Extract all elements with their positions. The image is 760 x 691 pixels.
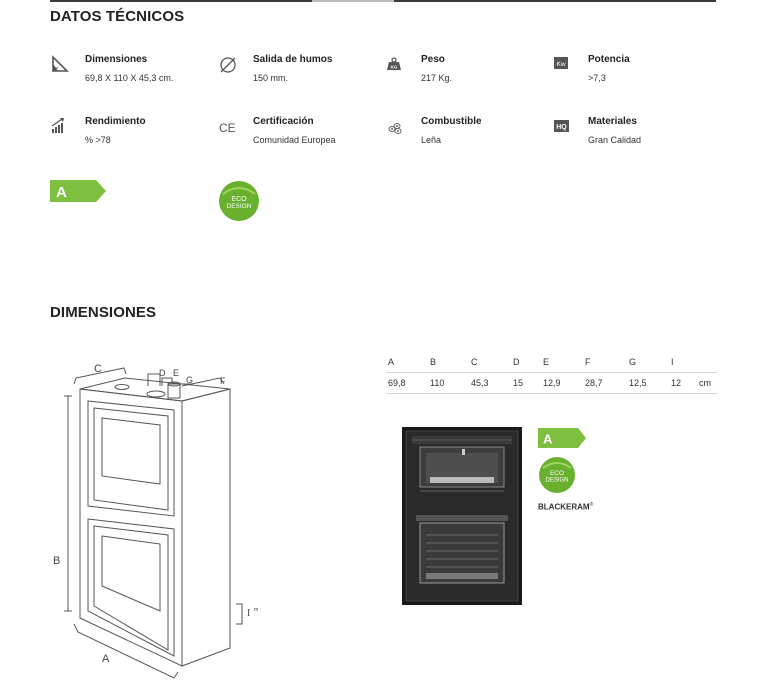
table-cell: 28,7 [583, 372, 627, 394]
svg-text:C: C [94, 363, 102, 375]
svg-text:I: I [247, 608, 250, 619]
svg-text:DESIGN: DESIGN [227, 203, 252, 210]
top-divider-left [50, 0, 312, 2]
table-row: 69,8 110 45,3 15 12,9 28,7 12,5 12 cm [386, 372, 717, 394]
table-header-cell: E [541, 352, 583, 373]
spec-value: >7,3 [588, 73, 606, 83]
spec-value: 150 mm. [253, 73, 289, 83]
eco-design-badge-small: ECO DESIGN [538, 456, 576, 499]
table-cell: 15 [511, 372, 541, 394]
svg-text:G: G [186, 375, 193, 385]
dimensions-icon [50, 54, 70, 74]
table-cell: 12,5 [627, 372, 669, 394]
table-header-cell [697, 352, 717, 373]
spec-certificacion: CE Certificación Comunidad Europea [218, 116, 378, 156]
top-divider-middle [312, 0, 394, 2]
materials-hq-icon: HQ [553, 116, 573, 136]
spec-dimensiones: Dimensiones 69,8 X 110 X 45,3 cm. [50, 54, 210, 94]
svg-text:ECO: ECO [550, 470, 564, 477]
svg-text:B: B [53, 555, 60, 567]
svg-text:D: D [159, 368, 166, 378]
top-divider-right [394, 0, 716, 2]
table-header-cell: D [511, 352, 541, 373]
weight-icon: KG [386, 54, 406, 74]
ce-mark-icon: CE [218, 116, 238, 136]
table-cell: cm [697, 372, 717, 394]
svg-text:Kw: Kw [556, 61, 565, 68]
spec-label: Rendimiento [85, 116, 146, 127]
table-cell: 110 [428, 372, 469, 394]
spec-peso: KG Peso 217 Kg. [386, 54, 546, 94]
energy-class-badge: A [50, 180, 108, 207]
table-header-cell: C [469, 352, 511, 373]
spec-label: Materiales [588, 116, 637, 127]
performance-icon [50, 116, 70, 136]
table-cell: 12,9 [541, 372, 583, 394]
spec-label: Potencia [588, 54, 630, 65]
table-header-cell: B [428, 352, 469, 373]
spec-value: Leña [421, 135, 442, 145]
spec-label: Peso [421, 54, 445, 65]
registered-mark: ® [589, 502, 594, 508]
spec-label: Combustible [421, 116, 482, 127]
spec-label: Dimensiones [85, 54, 148, 65]
spec-value: 217 Kg. [421, 73, 453, 83]
energy-class-badge-small: A [538, 428, 588, 453]
svg-text:CE: CE [219, 121, 236, 135]
svg-text:ECO: ECO [231, 196, 247, 203]
spec-rendimiento: Rendimiento % >78 [50, 116, 210, 156]
dimensions-table: A B C D E F G I 69,8 110 45,3 15 12,9 28… [386, 352, 717, 394]
spec-value: % >78 [85, 135, 111, 145]
svg-text:KG: KG [391, 65, 398, 70]
diameter-icon [218, 54, 238, 74]
product-photo [402, 427, 522, 610]
svg-text:DESIGN: DESIGN [545, 478, 568, 484]
dimensions-diagram: C D E G F B A I m [50, 356, 280, 691]
svg-text:A: A [102, 653, 110, 665]
svg-text:m: m [254, 607, 258, 613]
product-brand-label: BLACKERAM® [538, 502, 593, 512]
eco-design-badge: ECO DESIGN [218, 180, 260, 227]
spec-salida-de-humos: Salida de humos 150 mm. [218, 54, 378, 94]
svg-text:A: A [543, 432, 553, 447]
brand-name: BLACKERAM [538, 502, 590, 512]
spec-potencia: Kw Potencia >7,3 [553, 54, 713, 94]
spec-combustible: Combustible Leña [386, 116, 546, 156]
spec-value: Comunidad Europea [253, 135, 336, 145]
table-header-cell: G [627, 352, 669, 373]
table-header-cell: I [669, 352, 697, 373]
table-cell: 45,3 [469, 372, 511, 394]
dimensiones-heading: DIMENSIONES [50, 304, 157, 321]
table-cell: 69,8 [386, 372, 428, 394]
spec-materiales: HQ Materiales Gran Calidad [553, 116, 713, 156]
table-header-cell: F [583, 352, 627, 373]
table-cell: 12 [669, 372, 697, 394]
svg-text:A: A [56, 184, 67, 201]
spec-value: Gran Calidad [588, 135, 642, 145]
firewood-icon [386, 116, 406, 136]
spec-label: Certificación [253, 116, 314, 127]
svg-text:E: E [173, 368, 179, 378]
table-header-row: A B C D E F G I [386, 352, 717, 373]
power-kw-icon: Kw [553, 54, 573, 74]
table-header-cell: A [386, 352, 428, 373]
svg-text:HQ: HQ [556, 124, 567, 131]
spec-value: 69,8 X 110 X 45,3 cm. [85, 73, 174, 83]
svg-text:F: F [220, 376, 226, 386]
spec-label: Salida de humos [253, 54, 333, 65]
datos-tecnicos-heading: DATOS TÉCNICOS [50, 8, 185, 25]
